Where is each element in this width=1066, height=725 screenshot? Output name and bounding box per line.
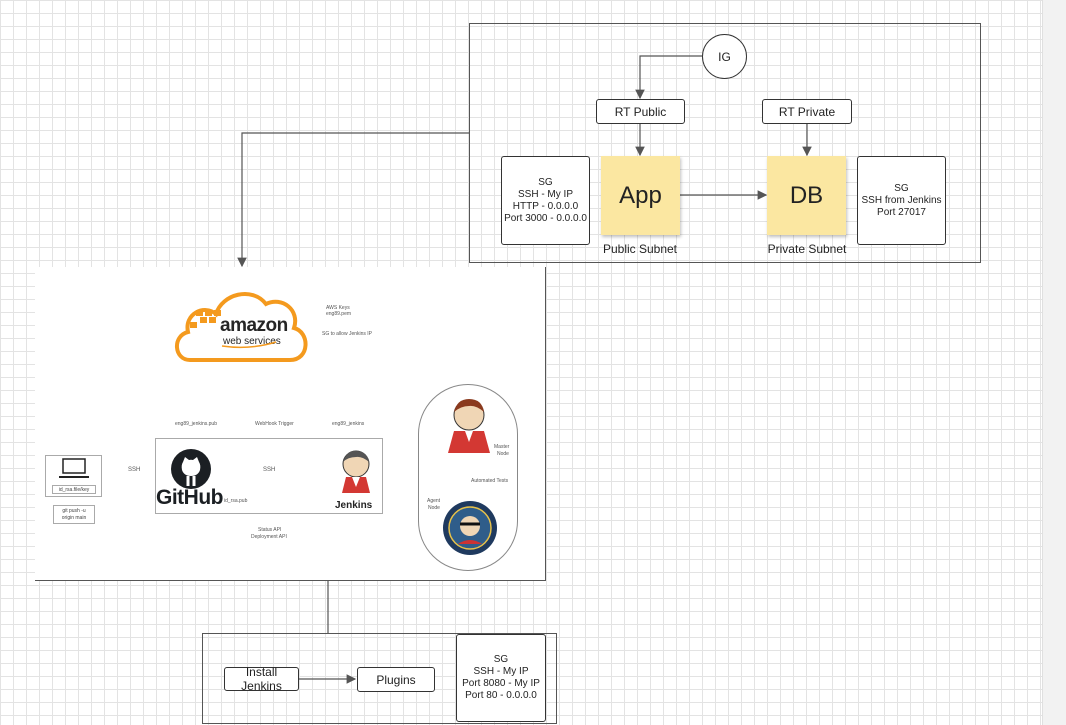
ig-to-rt-public-connector	[635, 55, 702, 100]
key-pub-label: eng89_jenkins.pub	[175, 421, 217, 427]
internet-gateway-node[interactable]: IG	[702, 34, 747, 79]
jenkins-icon	[342, 450, 370, 493]
aws-smile-icon	[221, 341, 277, 349]
git-push-line: origin main	[61, 515, 87, 521]
laptop-key-text: id_rsa.file/key	[58, 486, 90, 493]
ig-label: IG	[718, 49, 731, 64]
plugins-label: Plugins	[376, 672, 416, 687]
github-wordmark: GitHub	[156, 486, 223, 509]
master-node-butler-icon	[448, 399, 490, 453]
install-frame[interactable]	[202, 633, 557, 724]
sg-jenkins-line: Port 80 - 0.0.0.0	[465, 690, 537, 701]
aws-wordmark: amazon	[220, 315, 288, 336]
app-label: App	[619, 181, 662, 209]
scrollbar-panel[interactable]	[1042, 0, 1066, 725]
sg-allow-label: SG to allow Jenkins IP	[322, 331, 373, 337]
sg-app-line: HTTP - 0.0.0.0	[512, 200, 579, 212]
rt-public-box[interactable]: RT Public	[596, 99, 685, 124]
sg-jenkins-line: SSH - My IP	[473, 666, 529, 677]
sg-jenkins-box[interactable]: SG SSH - My IP Port 8080 - My IP Port 80…	[456, 634, 546, 722]
sg-app-line: SG	[538, 176, 553, 188]
rt-private-box[interactable]: RT Private	[762, 99, 852, 124]
sg-app-line: SSH - My IP	[517, 188, 573, 200]
git-push-line: git push -u	[62, 508, 86, 514]
github-octocat-icon	[171, 449, 211, 489]
sg-jenkins-line: Port 8080 - My IP	[462, 678, 540, 689]
agent-node-label: Agent	[427, 498, 441, 504]
pipeline-inner-box	[155, 438, 383, 514]
sg-db-line: SG	[894, 182, 909, 194]
laptop-key-label: id_rsa.file/key	[52, 485, 96, 494]
ssh-left-label: SSH	[128, 467, 141, 473]
private-subnet-caption: Private Subnet	[767, 242, 847, 256]
agent-node-label2: Node	[428, 505, 440, 511]
aws-pem-label: eng89.pem	[326, 311, 352, 317]
ssh-mid-label: SSH	[263, 467, 276, 473]
sg-app-line: Port 3000 - 0.0.0.0	[504, 212, 587, 224]
status-api-label: Status API	[258, 527, 282, 533]
install-jenkins-label: Install Jenkins	[241, 665, 282, 693]
vpc-to-pipeline-connector	[237, 132, 469, 268]
aws-keys-label: AWS Keys	[326, 305, 350, 311]
sg-jenkins-line: SG	[493, 654, 509, 665]
sg-app-box[interactable]: SG SSH - My IP HTTP - 0.0.0.0 Port 3000 …	[501, 156, 590, 245]
jenkins-wordmark: Jenkins	[335, 500, 373, 511]
master-node-label2: Node	[497, 451, 509, 457]
rt-public-label: RT Public	[614, 104, 667, 119]
key-priv-label: eng89_jenkins	[332, 421, 365, 427]
sg-db-box[interactable]: SG SSH from Jenkins Port 27017	[857, 156, 946, 245]
public-subnet-caption: Public Subnet	[602, 242, 678, 256]
db-label: DB	[789, 181, 824, 209]
master-node-label: Master	[494, 444, 510, 450]
aws-subtext: web services	[223, 336, 281, 347]
plugins-box[interactable]: Plugins	[357, 667, 435, 692]
sg-db-line: Port 27017	[877, 206, 926, 218]
sg-db-line: SSH from Jenkins	[861, 194, 942, 206]
install-jenkins-box[interactable]: Install Jenkins	[224, 665, 299, 693]
webhook-label: WebHook Trigger	[255, 421, 294, 427]
deploy-api-label: Deployment API	[251, 534, 287, 540]
automated-tests-label: Automated Tests	[471, 478, 509, 484]
laptop-icon	[59, 458, 89, 478]
db-sticky[interactable]: DB	[767, 156, 846, 235]
vpc-frame[interactable]	[469, 23, 981, 263]
agent-node-badge-icon	[443, 501, 497, 555]
rt-private-label: RT Private	[778, 104, 836, 119]
github-key-label: id_rsa.pub	[224, 498, 248, 504]
app-sticky[interactable]: App	[601, 156, 680, 235]
git-push-note: git push -u origin main	[53, 505, 95, 524]
